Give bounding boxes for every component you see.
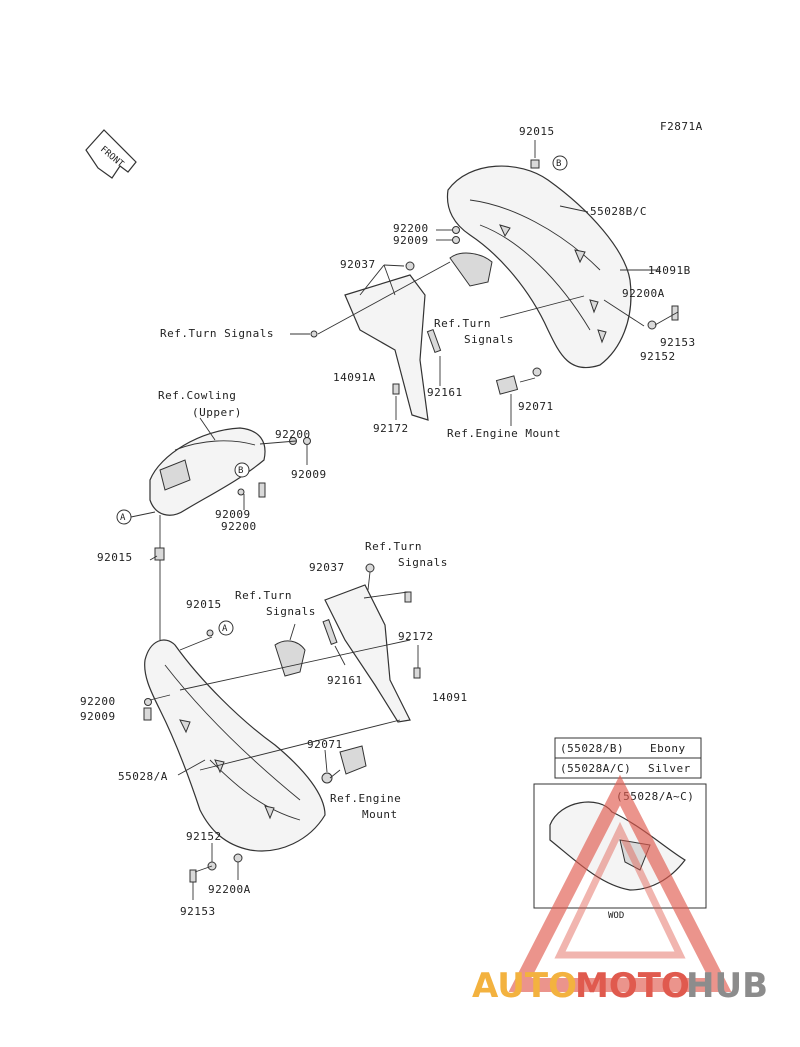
label-ref-cowling-2: (Upper) (192, 406, 242, 419)
leader-lines-top (290, 140, 679, 426)
svg-text:A: A (222, 624, 228, 634)
upper-cowling-ref-part (149, 427, 266, 516)
clip-92172-top (392, 383, 400, 395)
watermark-part2: MOTO (575, 966, 690, 1006)
engine-mount-bracket-top (495, 375, 519, 395)
washer-92152-top (647, 320, 657, 330)
figure-code: F2871A (660, 120, 703, 133)
bolt-92009-mid-r (303, 437, 311, 445)
circle-a-mid: A (116, 509, 132, 525)
engine-mount-bracket-low (339, 745, 367, 775)
label-92200a-low: 92200A (208, 883, 251, 896)
label-ref-cowling-1: Ref.Cowling (158, 389, 236, 402)
watermark-logo: AUTO MOTO HUB (472, 774, 768, 1006)
turn-signal-bracket-top (449, 252, 493, 287)
label-14091a: 14091A (333, 371, 376, 384)
label-92152-top: 92152 (640, 350, 676, 363)
label-92200-low: 92200 (80, 695, 116, 708)
grommet-92071-top (532, 367, 542, 377)
label-92009-low: 92009 (80, 710, 116, 723)
label-ref-turn-signals-left: Ref.Turn Signals (160, 327, 274, 340)
label-92172-top: 92172 (373, 422, 409, 435)
inset-tag: WOD (608, 911, 624, 921)
clip-92172-upper (404, 591, 412, 603)
label-92015-low: 92015 (186, 598, 222, 611)
strip-92161-low (322, 619, 338, 645)
label-ref-turn-signals-r1: Ref.Turn (365, 540, 422, 553)
bolt-92009-top (452, 236, 460, 244)
label-92172-low: 92172 (398, 630, 434, 643)
circle-b-mid: B (234, 462, 250, 478)
label-92153-low: 92153 (180, 905, 216, 918)
circle-a-low: A (218, 620, 234, 636)
fastener-92015-low (206, 629, 214, 637)
label-92071-low: 92071 (307, 738, 343, 751)
leader-lines-low (149, 571, 419, 900)
label-14091b: 14091B (648, 264, 691, 277)
label-ref-engine-mount-top: Ref.Engine Mount (447, 427, 561, 440)
label-55028bc: 55028B/C (590, 205, 647, 218)
label-92037-top: 92037 (340, 258, 376, 271)
nut-92037-mid (365, 563, 375, 573)
circle-b-top: B (552, 155, 568, 171)
watermark-part1: AUTO (472, 966, 577, 1006)
bolt-92009-mid (237, 488, 245, 496)
inner-panel-14091-part (324, 584, 411, 723)
washer-92200-mid2 (258, 482, 266, 498)
label-92152-low: 92152 (186, 830, 222, 843)
front-arrow-icon: FRONT (85, 129, 137, 179)
label-ref-engine-mount-1: Ref.Engine (330, 792, 401, 805)
label-92009-mid: 92009 (215, 508, 251, 521)
washer-92200-low (144, 698, 152, 706)
watermark-part3: HUB (686, 966, 768, 1006)
leader-lines-mid (130, 417, 308, 640)
label-92200-top: 92200 (393, 222, 429, 235)
inset-label: (55028/A~C) (616, 790, 694, 803)
washer-92200a-low (233, 853, 243, 863)
bolt-92153-top (671, 305, 679, 321)
color-legend-table: (55028/B) Ebony (55028A/C) Silver (554, 737, 702, 779)
clip-92172-low (413, 667, 421, 679)
label-ref-turn-signals-l2: Signals (266, 605, 316, 618)
label-92161-top: 92161 (427, 386, 463, 399)
grommet-92071-low (321, 772, 333, 784)
label-ref-turn-signals-mid-2: Signals (464, 333, 514, 346)
legend-color-1: Ebony (650, 742, 686, 755)
screw-ref-turn-top (310, 330, 318, 338)
legend-color-2: Silver (648, 762, 691, 775)
label-ref-turn-signals-r2: Signals (398, 556, 448, 569)
label-92015-top: 92015 (519, 125, 555, 138)
label-ref-turn-signals-l1: Ref.Turn (235, 589, 292, 602)
label-ref-engine-mount-2: Mount (362, 808, 398, 821)
legend-code-2: (55028A/C) (560, 762, 631, 775)
bolt-92009-low (143, 707, 152, 721)
washer-92200-top (452, 226, 460, 234)
turn-signal-bracket-low (274, 640, 306, 677)
side-cowling-right-part (446, 165, 632, 369)
label-92200-mid: 92200 (275, 428, 311, 441)
fastener-92015-mid (154, 547, 165, 561)
label-92037-mid: 92037 (309, 561, 345, 574)
label-92071-top: 92071 (518, 400, 554, 413)
nut-92037-top (405, 261, 415, 271)
side-cowling-left-part (144, 639, 326, 852)
label-92009-mid-r: 92009 (291, 468, 327, 481)
label-92161-low: 92161 (327, 674, 363, 687)
strip-92161-top (426, 328, 442, 354)
label-92015-mid: 92015 (97, 551, 133, 564)
inner-panel-14091a-part (344, 274, 429, 421)
svg-text:B: B (238, 466, 243, 476)
svg-text:B: B (556, 159, 561, 169)
label-55028a: 55028/A (118, 770, 168, 783)
label-92009-top: 92009 (393, 234, 429, 247)
legend-code-1: (55028/B) (560, 742, 624, 755)
label-14091: 14091 (432, 691, 468, 704)
label-92153-top: 92153 (660, 336, 696, 349)
label-92200a-top: 92200A (622, 287, 665, 300)
fastener-92015-top (530, 159, 540, 169)
label-ref-turn-signals-mid-1: Ref.Turn (434, 317, 491, 330)
label-92200-mid2: 92200 (221, 520, 257, 533)
svg-text:A: A (120, 513, 126, 523)
